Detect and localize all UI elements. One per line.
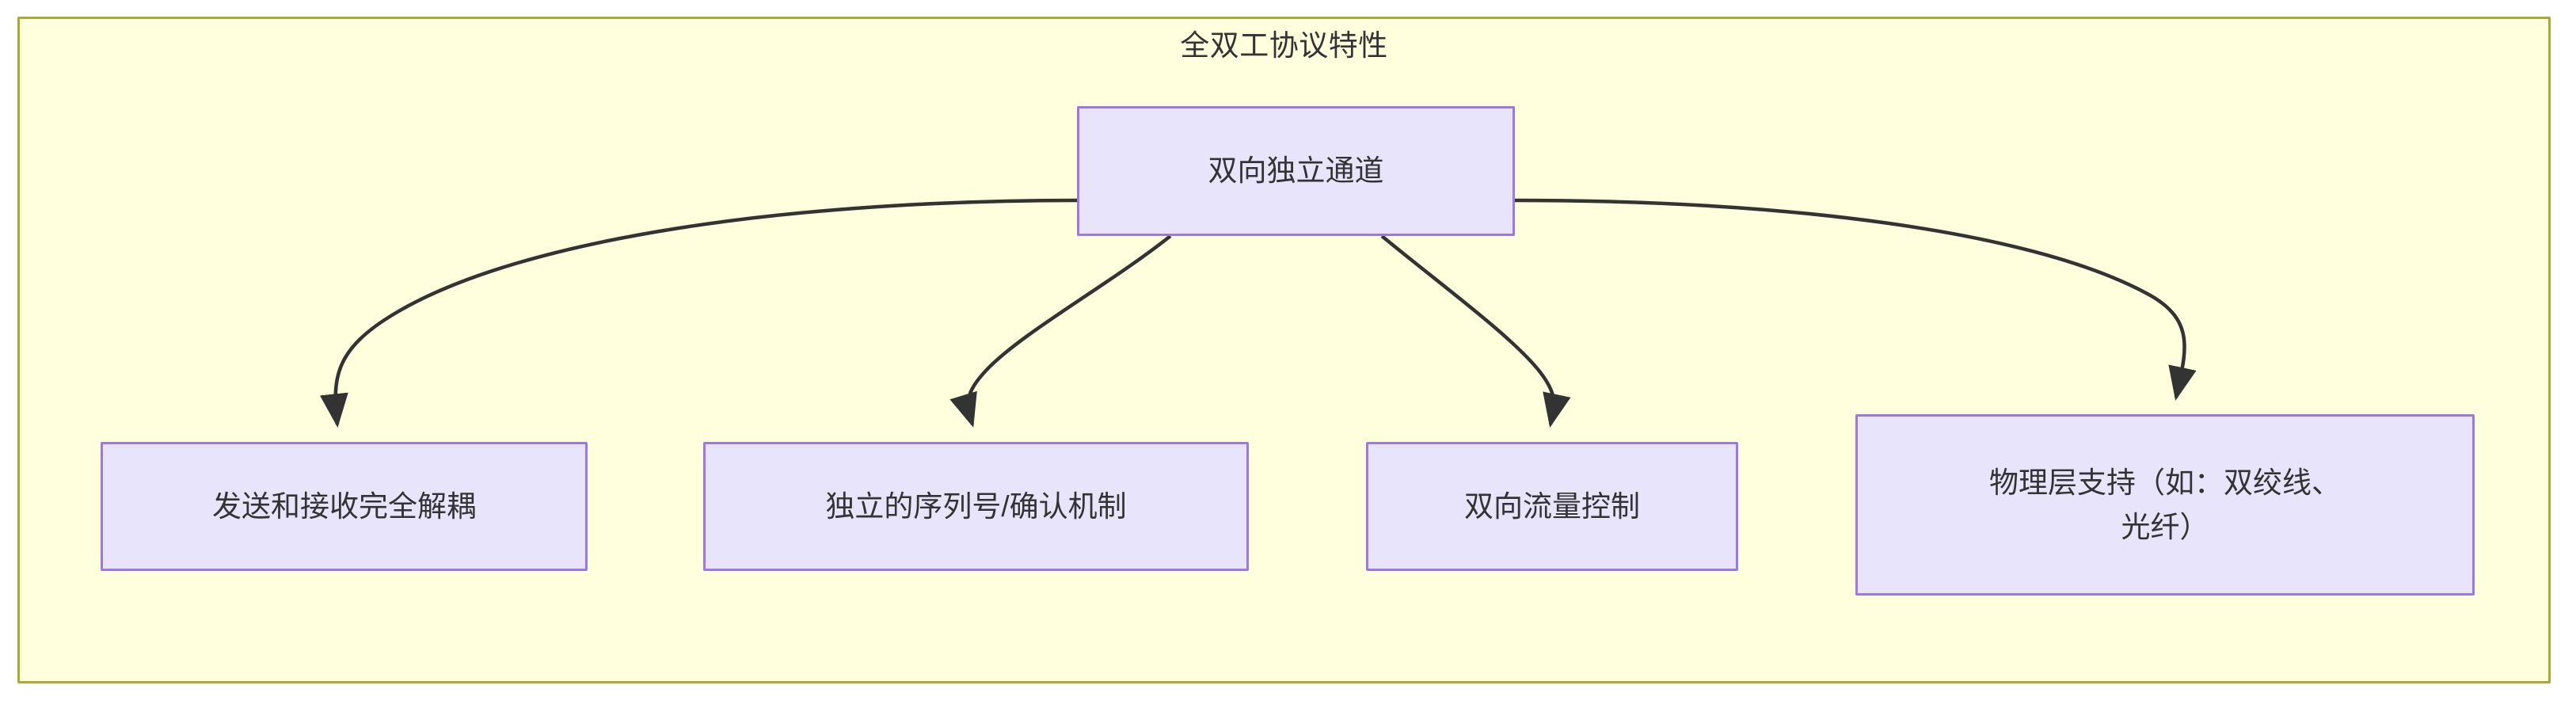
node-label: 发送和接收完全解耦 (212, 489, 476, 523)
node-label: 独立的序列号/确认机制 (825, 489, 1127, 523)
node-label: 双向流量控制 (1464, 489, 1640, 523)
node-bidirectional-flow-control[interactable]: 双向流量控制 (1366, 442, 1738, 571)
node-label: 物理层支持（如：双绞线、 光纤） (1989, 466, 2341, 543)
cluster-title: 全双工协议特性 (1180, 29, 1388, 62)
node-bidirectional-independent-channel[interactable]: 双向独立通道 (1077, 106, 1515, 236)
node-physical-layer-support[interactable]: 物理层支持（如：双绞线、 光纤） (1855, 414, 2475, 596)
node-send-receive-decoupled[interactable]: 发送和接收完全解耦 (101, 442, 588, 571)
node-independent-sequence-ack[interactable]: 独立的序列号/确认机制 (703, 442, 1249, 571)
node-label: 双向独立通道 (1208, 154, 1384, 187)
